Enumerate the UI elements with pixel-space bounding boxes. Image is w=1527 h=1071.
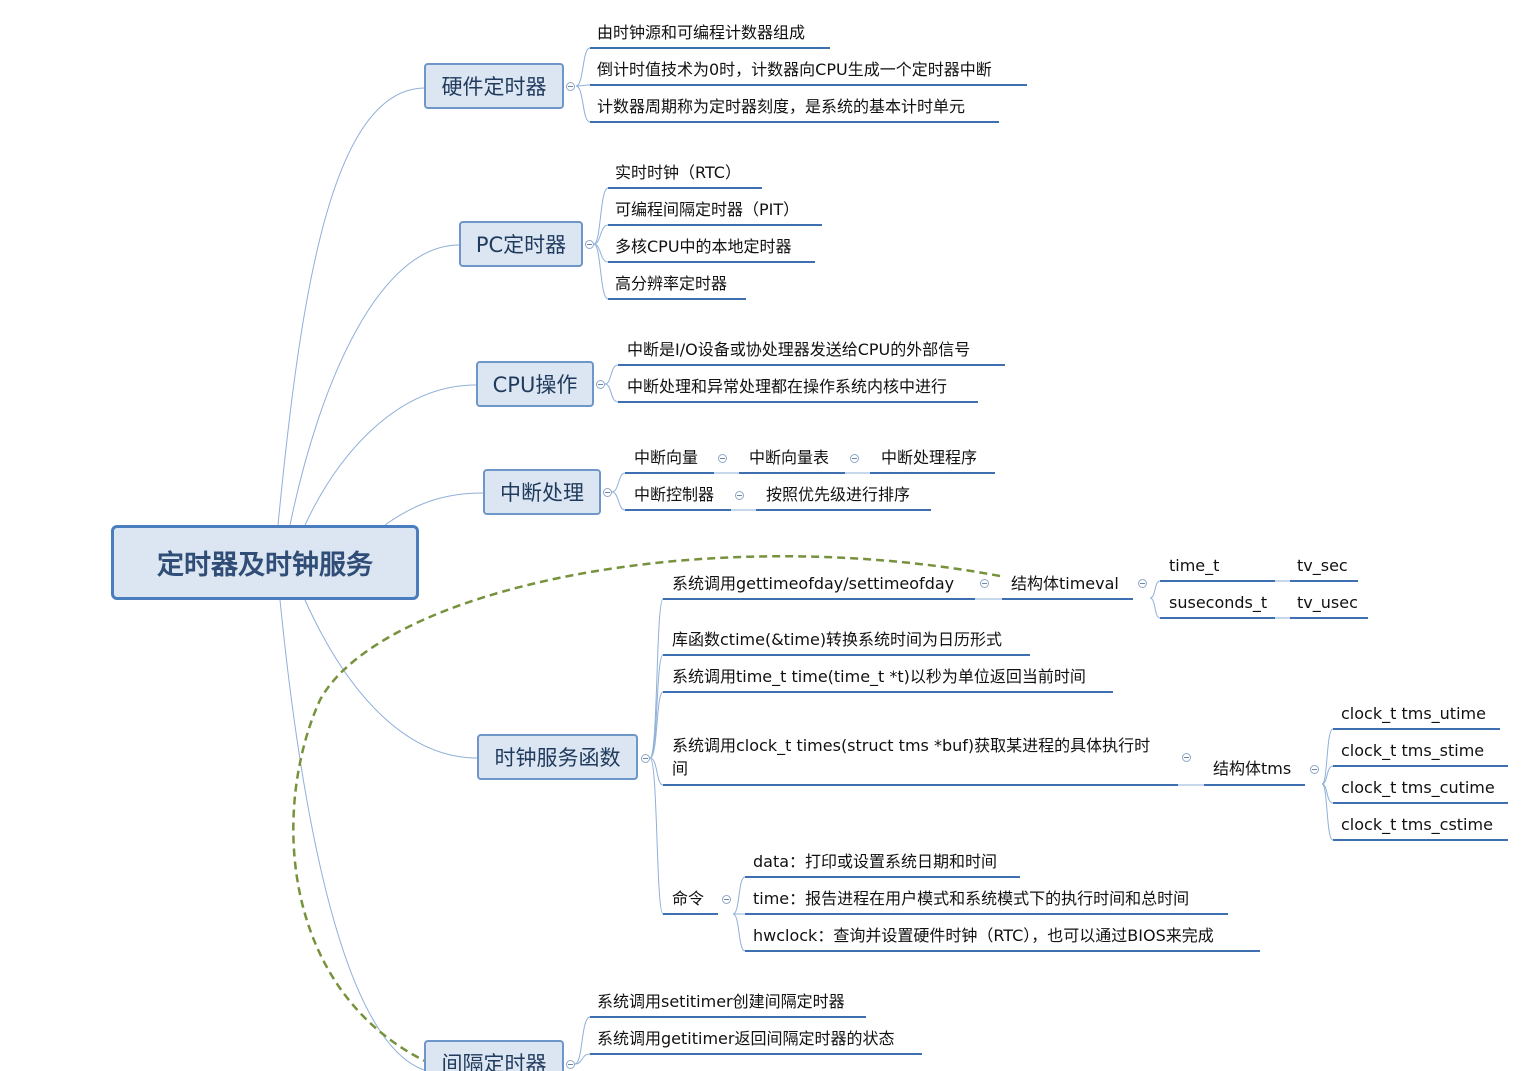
cpu-item-2[interactable]: 中断处理和异常处理都在操作系统内核中进行: [627, 377, 948, 396]
collapse-toggle-icon[interactable]: [850, 454, 859, 463]
hw-item-1[interactable]: 由时钟源和可编程计数器组成: [597, 23, 806, 42]
topic-cpu-ops[interactable]: CPU操作: [476, 361, 594, 407]
timeval-field-links: [1275, 580, 1290, 619]
link-cs-3: [649, 691, 664, 759]
link-cpu-1: [604, 364, 619, 385]
link-it-1: [574, 1016, 591, 1065]
collapse-toggle-icon[interactable]: [980, 579, 989, 588]
int-chain-links: [714, 472, 870, 511]
link-int-2: [611, 491, 626, 511]
cs-tv-usec[interactable]: tv_usec: [1297, 593, 1358, 612]
link-pc-1: [593, 187, 609, 245]
cs-tms-field-4[interactable]: clock_t tms_cstime: [1341, 815, 1493, 834]
cs-tms-field-1[interactable]: clock_t tms_utime: [1341, 704, 1486, 723]
link-cmd-1: [732, 876, 746, 915]
link-cs-5: [649, 757, 664, 915]
collapse-toggle-icon[interactable]: [641, 754, 650, 763]
cs-suseconds-t[interactable]: suseconds_t: [1169, 593, 1268, 612]
collapse-toggle-icon[interactable]: [718, 454, 727, 463]
int-handler[interactable]: 中断处理程序: [881, 448, 978, 467]
topic-clock-service[interactable]: 时钟服务函数: [477, 734, 638, 780]
cs-tms-field-2[interactable]: clock_t tms_stime: [1341, 741, 1485, 760]
link-tms-4: [1321, 783, 1334, 841]
cs-timeval[interactable]: 结构体timeval: [1011, 574, 1119, 593]
collapse-toggle-icon[interactable]: [735, 491, 744, 500]
int-vector-table[interactable]: 中断向量表: [749, 448, 830, 467]
timeval-field-underlines: [1160, 580, 1368, 619]
cs-time-t[interactable]: time_t: [1169, 556, 1220, 575]
link-cpu-2: [604, 383, 619, 403]
hw-item-3[interactable]: 计数器周期称为定时器刻度，是系统的基本计时单元: [597, 97, 966, 116]
link-pc-2: [593, 224, 609, 245]
link-suseconds: [1149, 597, 1161, 619]
cs-gettimeofday[interactable]: 系统调用gettimeofday/settimeofday: [672, 574, 955, 593]
it-item-1[interactable]: 系统调用setitimer创建间隔定时器: [597, 992, 845, 1011]
int-priority[interactable]: 按照优先级进行排序: [766, 485, 911, 504]
cs-command-3[interactable]: hwclock：查询并设置硬件时钟（RTC），也可以通过BIOS来完成: [753, 926, 1214, 945]
cpu-item-1[interactable]: 中断是I/O设备或协处理器发送给CPU的外部信号: [627, 340, 971, 359]
cs-commands[interactable]: 命令: [672, 889, 705, 908]
hw-underlines: [590, 47, 1027, 123]
topic-interrupt[interactable]: 中断处理: [483, 469, 601, 515]
pc-underlines: [608, 187, 822, 300]
collapse-toggle-icon[interactable]: [603, 488, 612, 497]
link-pc-timer: [289, 244, 460, 526]
collapse-toggle-icon[interactable]: [585, 240, 594, 249]
topic-pc-timer[interactable]: PC定时器: [459, 221, 583, 267]
collapse-toggle-icon[interactable]: [596, 380, 605, 389]
pc-item-2[interactable]: 可编程间隔定时器（PIT）: [615, 200, 800, 219]
pc-item-1[interactable]: 实时时钟（RTC）: [615, 163, 741, 182]
collapse-toggle-icon[interactable]: [1182, 753, 1191, 762]
relationship-dashed-line[interactable]: [292, 555, 1001, 1070]
cs-times-call-line2[interactable]: 间: [672, 759, 689, 778]
cs-underlines: [663, 598, 1178, 915]
link-int-1: [611, 472, 626, 493]
pc-item-3[interactable]: 多核CPU中的本地定时器: [615, 237, 792, 256]
pc-item-4[interactable]: 高分辨率定时器: [615, 274, 728, 293]
tms-field-underlines: [1333, 728, 1508, 841]
link-clock-service: [304, 599, 478, 759]
topic-hardware-timer[interactable]: 硬件定时器: [424, 63, 564, 109]
link-tms-1: [1321, 728, 1334, 785]
link-cmd-3: [732, 913, 746, 952]
link-tms-2: [1321, 765, 1334, 785]
link-time-t: [1149, 580, 1161, 599]
central-topic[interactable]: 定时器及时钟服务: [111, 525, 419, 600]
link-cpu-ops: [304, 384, 477, 526]
int-vector[interactable]: 中断向量: [634, 448, 699, 467]
int-underlines: [625, 472, 995, 511]
collapse-toggle-icon[interactable]: [1310, 765, 1319, 774]
link-hardware-timer: [277, 87, 425, 526]
cmd-underlines: [745, 876, 1260, 952]
hw-item-2[interactable]: 倒计时值技术为0时，计数器向CPU生成一个定时器中断: [597, 60, 992, 79]
link-interrupt: [384, 492, 484, 526]
link-hw-2: [575, 84, 591, 87]
link-hw-1: [575, 47, 591, 87]
it-item-2[interactable]: 系统调用getitimer返回间隔定时器的状态: [597, 1029, 895, 1048]
int-controller[interactable]: 中断控制器: [634, 485, 715, 504]
cs-tv-sec[interactable]: tv_sec: [1297, 556, 1348, 575]
topic-interval-timer[interactable]: 间隔定时器: [424, 1040, 564, 1071]
cs-tms[interactable]: 结构体tms: [1213, 759, 1292, 778]
cs-time-call[interactable]: 系统调用time_t time(time_t *t)以秒为单位返回当前时间: [672, 667, 1086, 686]
collapse-toggle-icon[interactable]: [722, 895, 731, 904]
cs-times-call-line1[interactable]: 系统调用clock_t times(struct tms *buf)获取某进程的…: [672, 736, 1151, 755]
link-pc-4: [593, 243, 609, 300]
link-cs-2: [649, 654, 664, 759]
cs-ctime[interactable]: 库函数ctime(&time)转换系统时间为日历形式: [672, 630, 1003, 649]
collapse-toggle-icon[interactable]: [566, 1060, 575, 1069]
cs-command-2[interactable]: time：报告进程在用户模式和系统模式下的执行时间和总时间: [753, 889, 1190, 908]
link-interval-timer: [279, 599, 425, 1071]
link-cs-4: [649, 757, 664, 786]
cs-command-1[interactable]: data：打印或设置系统日期和时间: [753, 852, 998, 871]
cs-tms-field-3[interactable]: clock_t tms_cutime: [1341, 778, 1495, 797]
it-underlines: [590, 1016, 922, 1055]
link-it-2: [574, 1053, 591, 1065]
collapse-toggle-icon[interactable]: [1138, 579, 1147, 588]
cpu-underlines: [618, 364, 1005, 403]
link-hw-3: [575, 85, 591, 123]
collapse-toggle-icon[interactable]: [566, 82, 575, 91]
